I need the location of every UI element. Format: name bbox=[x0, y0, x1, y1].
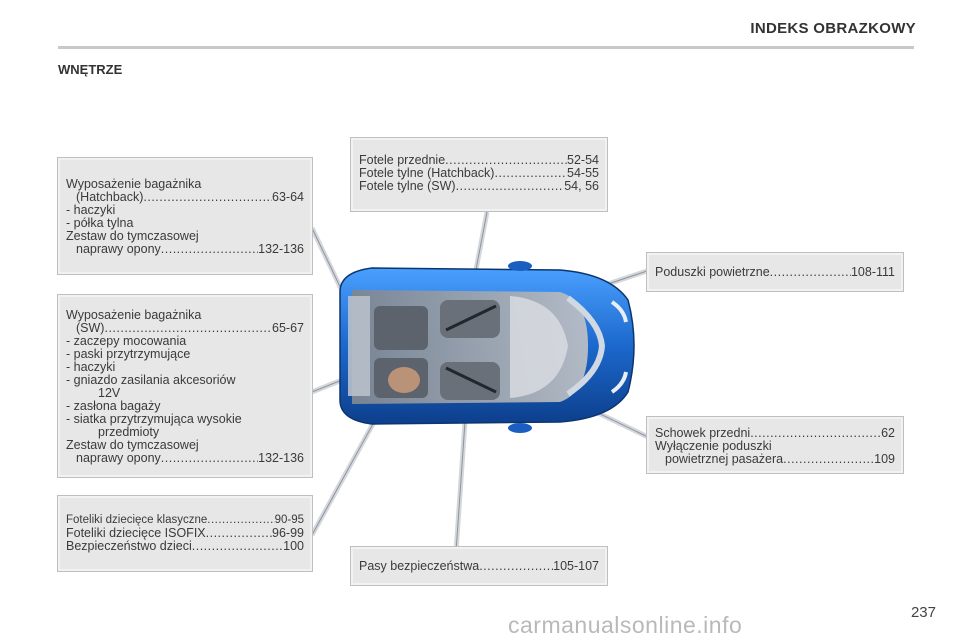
index-row: naprawy opony 132-136 bbox=[66, 243, 304, 256]
header-divider bbox=[58, 46, 914, 49]
rear-seat-left bbox=[374, 306, 428, 350]
index-row: Foteliki dziecięce klasyczne 90-95 bbox=[66, 514, 304, 527]
callout-trunk-hatchback: Wyposażenie bagażnika (Hatchback) 63-64 … bbox=[57, 157, 313, 275]
index-row: Foteliki dziecięce ISOFIX 96-99 bbox=[66, 527, 304, 540]
index-row: naprawy opony 132-136 bbox=[66, 452, 304, 465]
index-row: (SW) 65-67 bbox=[66, 322, 304, 335]
callout-child-seats: Foteliki dziecięce klasyczne 90-95 Fotel… bbox=[57, 495, 313, 572]
list-item-continuation: przedmioty bbox=[98, 425, 160, 439]
callout-airbags: Poduszki powietrzne 108-111 bbox=[646, 252, 904, 292]
windshield bbox=[566, 295, 606, 397]
list-item: - haczyki bbox=[66, 203, 116, 217]
index-row: (Hatchback) 63-64 bbox=[66, 191, 304, 204]
list-item: - zasłona bagaży bbox=[66, 399, 161, 413]
callout-seats: Fotele przednie52-54 Fotele tylne (Hatch… bbox=[350, 137, 608, 212]
watermark: carmanualsonline.info bbox=[508, 612, 743, 638]
section-title: WNĘTRZE bbox=[58, 62, 123, 77]
index-row: Pasy bezpieczeństwa 105-107 bbox=[359, 560, 599, 573]
index-row: Schowek przedni 62 bbox=[655, 427, 895, 440]
callout-heading: Wyłączenie poduszki bbox=[655, 439, 772, 453]
page-header-title: INDEKS OBRAZKOWY bbox=[750, 20, 916, 37]
callout-heading: Wyposażenie bagażnika bbox=[66, 308, 202, 322]
belt-front-left bbox=[445, 304, 497, 332]
callout-seat-belts: Pasy bezpieczeństwa 105-107 bbox=[350, 546, 608, 586]
callout-trunk-sw: Wyposażenie bagażnika (SW) 65-67 - zacze… bbox=[57, 294, 313, 478]
list-item-continuation: 12V bbox=[98, 386, 121, 400]
index-row: Poduszki powietrzne 108-111 bbox=[655, 266, 895, 279]
callout-heading: Zestaw do tymczasowej bbox=[66, 229, 199, 243]
index-row: powietrznej pasażera 109 bbox=[655, 453, 895, 466]
page-number: 237 bbox=[910, 604, 936, 621]
trunk-area bbox=[348, 296, 370, 396]
list-item: - zaczepy mocowania bbox=[66, 334, 187, 348]
list-item: - haczyki bbox=[66, 360, 116, 374]
child-seat bbox=[388, 367, 420, 393]
list-item: - gniazdo zasilania akcesoriów bbox=[66, 373, 236, 387]
index-row: Bezpieczeństwo dzieci 100 bbox=[66, 540, 304, 553]
index-row: Fotele przednie52-54 bbox=[359, 154, 599, 167]
list-item: - półka tylna bbox=[66, 216, 134, 230]
list-item: - siatka przytrzymująca wysokie bbox=[66, 412, 242, 426]
dashboard bbox=[510, 296, 568, 398]
belt-front-right bbox=[445, 366, 497, 394]
index-row: Fotele tylne (Hatchback) 54-55 bbox=[359, 167, 599, 180]
callout-heading: Zestaw do tymczasowej bbox=[66, 438, 199, 452]
index-row: Fotele tylne (SW)54, 56 bbox=[359, 180, 599, 193]
callout-glovebox: Schowek przedni 62 Wyłączenie poduszki p… bbox=[646, 416, 904, 474]
callout-heading: Wyposażenie bagażnika bbox=[66, 177, 202, 191]
list-item: - paski przytrzymujące bbox=[66, 347, 191, 361]
